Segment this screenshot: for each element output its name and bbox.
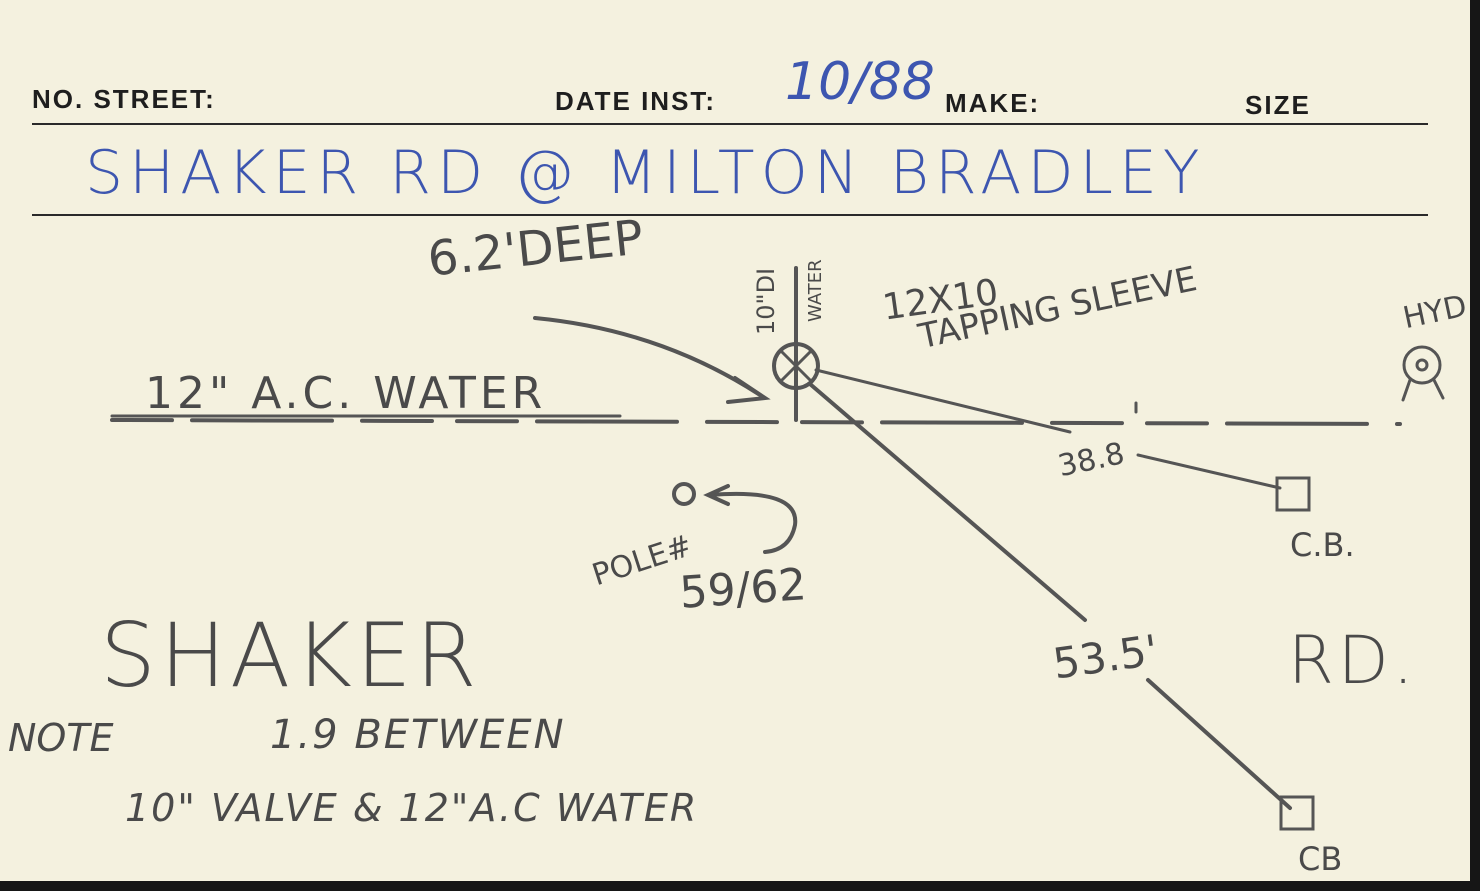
road-name-right: RD. <box>1288 622 1418 699</box>
make-label: MAKE: <box>945 88 1041 118</box>
no-street-label: NO. STREET: <box>32 84 216 114</box>
vertical-pipe-size: 10"DI <box>752 267 780 335</box>
depth-arrow <box>533 316 762 397</box>
catch-basin-1-icon <box>1275 476 1311 512</box>
catch-basin-2-icon <box>1279 795 1315 831</box>
water-main-label: 12" A.C. WATER <box>145 368 547 419</box>
vertical-pipe-material: WATER <box>805 259 826 322</box>
size-label: SIZE <box>1245 90 1311 120</box>
road-name-left: SHAKER <box>100 604 481 707</box>
note-line-1: 1.9 BETWEEN <box>270 712 566 758</box>
cb2-label: CB <box>1298 840 1343 878</box>
water-main-line <box>110 418 1402 426</box>
note-label: NOTE <box>8 716 114 760</box>
pole-arrow <box>708 491 798 554</box>
note-line-2: 10" VALVE & 12"A.C WATER <box>125 786 699 830</box>
hydrant-legs <box>1401 378 1445 402</box>
street-location: SHAKER RD @ MILTON BRADLEY <box>85 138 1206 208</box>
valve-cross-b <box>780 350 812 382</box>
tie-line-cb2 <box>808 382 1087 622</box>
date-inst-label: DATE INST: <box>555 86 717 116</box>
date-inst-value: 10/88 <box>785 52 935 112</box>
depth-arrowhead <box>726 376 771 404</box>
pole-arrowhead <box>703 484 730 506</box>
tie-line-cb1 <box>814 368 1072 434</box>
tie-line-cb1-end <box>1136 453 1282 490</box>
hydrant-icon <box>1402 345 1442 385</box>
street-rule <box>32 214 1428 216</box>
hydrant-center <box>1415 358 1429 372</box>
cb1-label: C.B. <box>1290 526 1355 564</box>
tie-line-cb2-end <box>1146 678 1292 810</box>
header-rule <box>32 123 1428 125</box>
valve-symbol-icon <box>772 342 820 390</box>
pole-icon <box>672 482 696 506</box>
pole-number: 59/62 <box>678 559 809 619</box>
